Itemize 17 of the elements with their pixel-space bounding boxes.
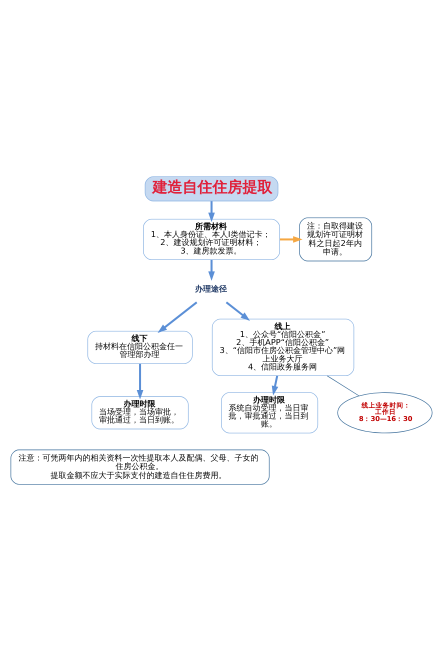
arrow [226, 301, 250, 320]
node-text: 办理途径 [195, 282, 228, 293]
node-box: 办理时限 当场受理，当场审批，审批通过，当日到账。 [91, 396, 189, 429]
node-box: 办理时限 系统自动受理，当日审批，审批通过，当日到账。 [221, 392, 318, 433]
arrow [280, 236, 303, 242]
arrow [208, 259, 215, 280]
connector [326, 374, 360, 396]
arrow [158, 301, 198, 332]
arrow [136, 363, 144, 400]
arrow [272, 375, 278, 395]
node-box: 线上 1、公众号“信阳公积金” 2、手机APP“信阳公积金” 3、“信阳市住房公积金管理中心”网上业务大厅 4、信阳政务服务网 [212, 318, 354, 376]
node-box: 注：自取得建设规划许可证明材料之日起2年内申请。 [299, 217, 372, 261]
node-box: 所需材料 1、本人身份证、本人I类借记卡； 2、建设规划许可证明材料； 3、建房款发票。 [143, 218, 280, 260]
node-box: 线下 持材料在信阳公积金任一管理部办理 [87, 330, 193, 364]
arrow [208, 200, 215, 222]
node-box: 注意：可凭两年内的相关资料一次性提取本人及配偶、父母、子女的住房公积金。 提取金额不应大于实际支付的建造自住住房费用。 [10, 449, 270, 484]
node-box: 建造自住住房提取 [144, 176, 278, 201]
